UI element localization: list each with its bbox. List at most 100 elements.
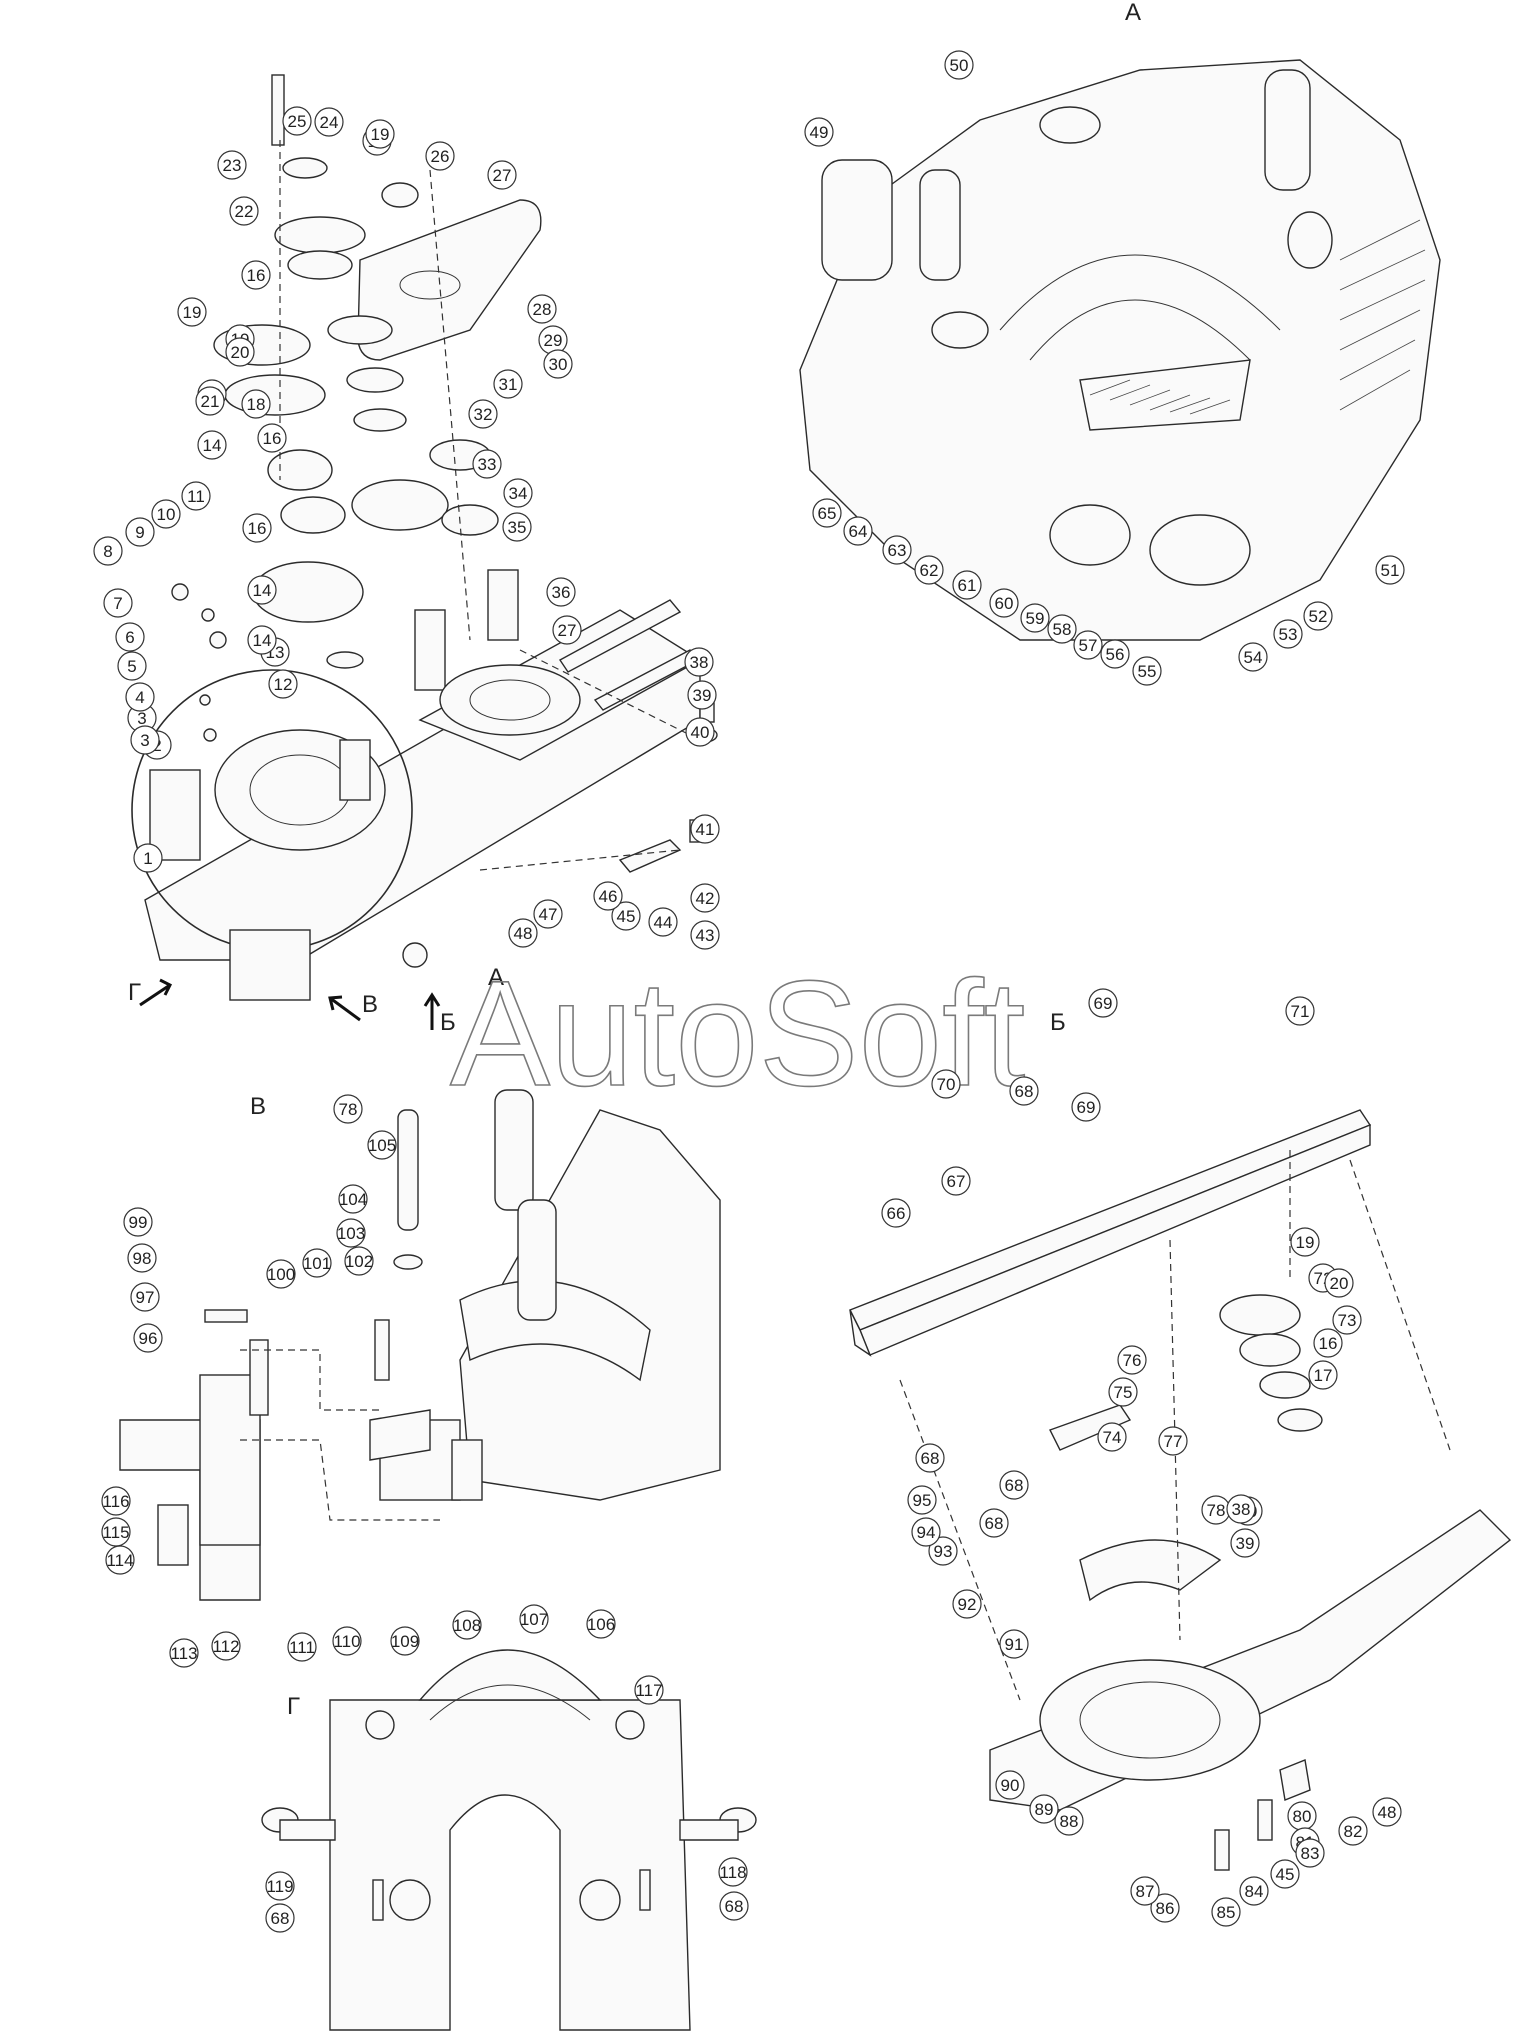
- callout-6: 6: [115, 622, 145, 652]
- callout-53: 53: [1273, 619, 1303, 649]
- callout-label: 119: [266, 1877, 293, 1896]
- callout-label: 107: [520, 1610, 548, 1629]
- callout-label: 23: [223, 156, 242, 175]
- view-a-title: А: [1125, 0, 1141, 26]
- callout-label: 33: [478, 455, 497, 474]
- view-a-section: А: [799, 0, 1441, 641]
- callout-label: 68: [921, 1449, 940, 1468]
- callout-label: 21: [201, 392, 220, 411]
- callout-label: 106: [587, 1615, 615, 1634]
- callout-42: 42: [690, 883, 720, 913]
- callout-label: 95: [913, 1491, 932, 1510]
- callout-3: 3: [130, 725, 160, 755]
- callout-19: 19: [365, 119, 395, 149]
- callout-label: 41: [696, 820, 715, 839]
- callout-68: 68: [265, 1903, 295, 1933]
- view-g-detail: Г: [261, 1649, 757, 2031]
- callout-27: 27: [487, 160, 517, 190]
- callout-78: 78: [333, 1094, 363, 1124]
- callout-91: 91: [999, 1629, 1029, 1659]
- callout-50: 50: [944, 50, 974, 80]
- callout-label: 53: [1279, 625, 1298, 644]
- callout-label: 105: [368, 1136, 396, 1155]
- callout-82: 82: [1338, 1816, 1368, 1846]
- callout-48: 48: [1372, 1797, 1402, 1827]
- callout-label: 46: [599, 887, 618, 906]
- callout-label: 59: [1026, 609, 1045, 628]
- callout-label: 65: [818, 504, 837, 523]
- callout-label: 58: [1053, 620, 1072, 639]
- callout-label: 51: [1381, 561, 1400, 580]
- callout-label: 45: [1276, 1865, 1295, 1884]
- callout-32: 32: [468, 399, 498, 429]
- callout-48: 48: [508, 918, 538, 948]
- callout-104: 104: [338, 1184, 368, 1214]
- callout-label: 26: [431, 147, 450, 166]
- callout-45: 45: [1270, 1859, 1300, 1889]
- callout-68: 68: [999, 1470, 1029, 1500]
- callout-label: 43: [696, 926, 715, 945]
- direction-label-v: В: [362, 991, 378, 1018]
- callout-23: 23: [217, 150, 247, 180]
- callout-109: 109: [390, 1626, 420, 1656]
- callout-label: 38: [690, 653, 709, 672]
- callout-label: 88: [1060, 1812, 1079, 1831]
- callout-80: 80: [1287, 1801, 1317, 1831]
- callout-20: 20: [225, 337, 255, 367]
- callout-label: 17: [1314, 1366, 1333, 1385]
- callout-45: 45: [611, 901, 641, 931]
- callout-label: 66: [887, 1204, 906, 1223]
- callout-label: 91: [1005, 1635, 1024, 1654]
- callout-16: 16: [257, 423, 287, 453]
- callout-52: 52: [1303, 601, 1333, 631]
- callout-label: 18: [247, 395, 266, 414]
- callout-label: 55: [1138, 662, 1157, 681]
- callout-label: 78: [1207, 1501, 1226, 1520]
- callout-14: 14: [197, 430, 227, 460]
- callout-label: 92: [958, 1595, 977, 1614]
- callout-label: 20: [1330, 1274, 1349, 1293]
- callout-4: 4: [125, 682, 155, 712]
- callout-74: 74: [1097, 1422, 1127, 1452]
- callout-97: 97: [130, 1282, 160, 1312]
- callout-46: 46: [593, 881, 623, 911]
- callout-label: 69: [1094, 994, 1113, 1013]
- callout-label: 83: [1301, 1844, 1320, 1863]
- callout-100: 100: [266, 1259, 296, 1289]
- callout-label: 52: [1309, 607, 1328, 626]
- callout-88: 88: [1054, 1806, 1084, 1836]
- callout-label: 35: [508, 518, 527, 537]
- callout-16: 16: [1313, 1328, 1343, 1358]
- view-g-title: Г: [287, 1693, 300, 1720]
- callout-label: 3: [140, 731, 149, 750]
- callout-102: 102: [344, 1246, 374, 1276]
- callout-label: 112: [212, 1637, 239, 1656]
- callout-label: 42: [696, 889, 715, 908]
- callout-117: 117: [634, 1675, 664, 1705]
- callout-label: 11: [187, 487, 205, 506]
- callout-label: 8: [103, 542, 112, 561]
- callout-68: 68: [915, 1443, 945, 1473]
- callout-label: 16: [263, 429, 282, 448]
- callout-62: 62: [914, 555, 944, 585]
- direction-label-g: Г: [128, 979, 141, 1006]
- callout-7: 7: [103, 588, 133, 618]
- callout-101: 101: [302, 1248, 332, 1278]
- callout-label: 118: [719, 1863, 746, 1882]
- callout-58: 58: [1047, 614, 1077, 644]
- callout-label: 36: [552, 583, 571, 602]
- callout-96: 96: [133, 1323, 163, 1353]
- callout-39: 39: [1230, 1528, 1260, 1558]
- callout-label: 62: [920, 561, 939, 580]
- callout-17: 17: [1308, 1360, 1338, 1390]
- callout-label: 102: [345, 1252, 373, 1271]
- callout-9: 9: [125, 517, 155, 547]
- callout-25: 25: [282, 106, 312, 136]
- callout-26: 26: [425, 141, 455, 171]
- callout-label: 27: [493, 166, 512, 185]
- callout-label: 28: [533, 300, 552, 319]
- view-v-title: В: [250, 1093, 266, 1120]
- callout-label: 27: [558, 621, 577, 640]
- callout-99: 99: [123, 1207, 153, 1237]
- callout-label: 1: [143, 849, 152, 868]
